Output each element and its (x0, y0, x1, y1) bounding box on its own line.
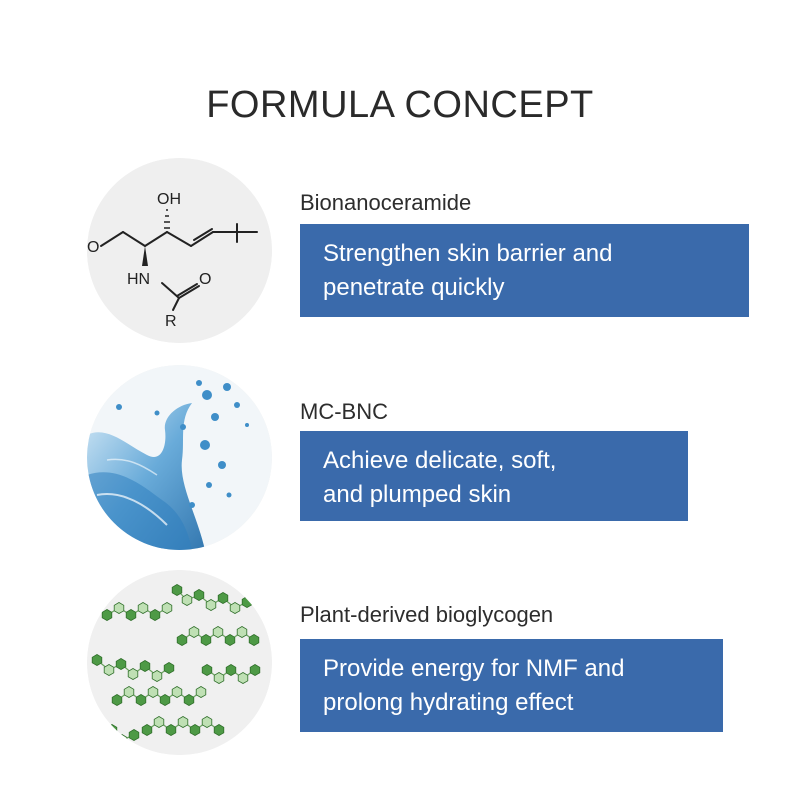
glycogen-hexagon (195, 686, 207, 698)
glycogen-hexagon (113, 602, 125, 614)
r-label: R (165, 313, 177, 330)
water-splash-icon (87, 365, 272, 550)
glycogen-chain-icon (87, 570, 272, 755)
glycogen-hexagon (101, 609, 113, 621)
glycogen-hexagon (176, 634, 188, 646)
benefit-box: Strengthen skin barrier and penetrate qu… (300, 224, 749, 317)
glycogen-hexagon (125, 609, 137, 621)
benefit-box: Provide energy for NMF and prolong hydra… (300, 639, 723, 732)
ingredient-row-mc-bnc: MC-BNC Achieve delicate, soft, and plump… (0, 365, 800, 555)
glycogen-hexagon (151, 670, 163, 682)
glycogen-hexagon (153, 716, 165, 728)
glycogen-hexagon (123, 686, 135, 698)
oh-label: OH (157, 191, 181, 208)
glycogen-hexagon (237, 672, 249, 684)
glycogen-hexagon (106, 724, 118, 736)
glycogen-hexagon (249, 664, 261, 676)
glycogen-hexagon (139, 660, 151, 672)
ingredient-name: Plant-derived bioglycogen (300, 602, 554, 627)
glycogen-hexagon (225, 664, 237, 676)
glycogen-hexagon (217, 592, 229, 604)
glycogen-hexagon (177, 716, 189, 728)
glycogen-hexagon (171, 584, 183, 596)
benefit-line: prolong hydrating effect (323, 689, 574, 716)
benefit-box: Achieve delicate, soft, and plumped skin (300, 431, 688, 521)
glycogen-hexagon (212, 626, 224, 638)
glycogen-hexagon (165, 724, 177, 736)
glycogen-hexagon (183, 694, 195, 706)
glycogen-hexagon (91, 654, 103, 666)
glycogen-hexagon (189, 724, 201, 736)
glycogen-hexagon (200, 634, 212, 646)
glycogen-hexagon (128, 729, 140, 741)
glycogen-hexagon (163, 662, 175, 674)
glycogen-hexagon (103, 664, 115, 676)
glycogen-hexagon (241, 596, 253, 608)
glycogen-hexagon (201, 664, 213, 676)
glycogen-hexagon (213, 672, 225, 684)
glycogen-hexagon (159, 694, 171, 706)
glycogen-hexagon (193, 589, 205, 601)
glycogen-hexagon (188, 626, 200, 638)
glycogen-hexagon (205, 599, 217, 611)
glycogen-hexagon (181, 594, 193, 606)
glycogen-hexagon (161, 602, 173, 614)
ingredient-name: MC-BNC (300, 399, 388, 424)
glycogen-hexagon (201, 716, 213, 728)
glycogen-hexagon (147, 686, 159, 698)
glycogen-hexagon (111, 694, 123, 706)
glycogen-hexagon (171, 686, 183, 698)
o-left-label: O (87, 239, 99, 256)
benefit-line: Achieve delicate, soft, (323, 447, 557, 474)
glycogen-hexagon (137, 602, 149, 614)
page-title: FORMULA CONCEPT (206, 84, 594, 126)
glycogen-hexagon (236, 626, 248, 638)
glycogen-hexagon (115, 658, 127, 670)
o-carbonyl-label: O (199, 271, 211, 288)
benefit-line: Provide energy for NMF and (323, 655, 625, 682)
glycogen-hexagon (229, 602, 241, 614)
benefit-line: and plumped skin (323, 481, 512, 508)
glycogen-hexagon (135, 694, 147, 706)
glycogen-hexagon (213, 724, 225, 736)
glycogen-hexagon (224, 634, 236, 646)
ceramide-molecule-icon: OH O HN O R (87, 158, 272, 343)
benefit-line: Strengthen skin barrier and (323, 240, 613, 267)
ingredient-row-bionanoceramide: OH O HN O R Bionanoceramide Strengthen s… (0, 158, 800, 348)
glycogen-hexagon (127, 668, 139, 680)
glycogen-hexagon (149, 609, 161, 621)
benefit-line: penetrate quickly (323, 274, 505, 301)
hn-label: HN (127, 271, 150, 288)
glycogen-hexagon (116, 734, 128, 746)
ingredient-name: Bionanoceramide (300, 190, 472, 215)
glycogen-hexagon (248, 634, 260, 646)
glycogen-hexagon (141, 724, 153, 736)
ingredient-row-bioglycogen: Plant-derived bioglycogen Provide energy… (0, 570, 800, 760)
